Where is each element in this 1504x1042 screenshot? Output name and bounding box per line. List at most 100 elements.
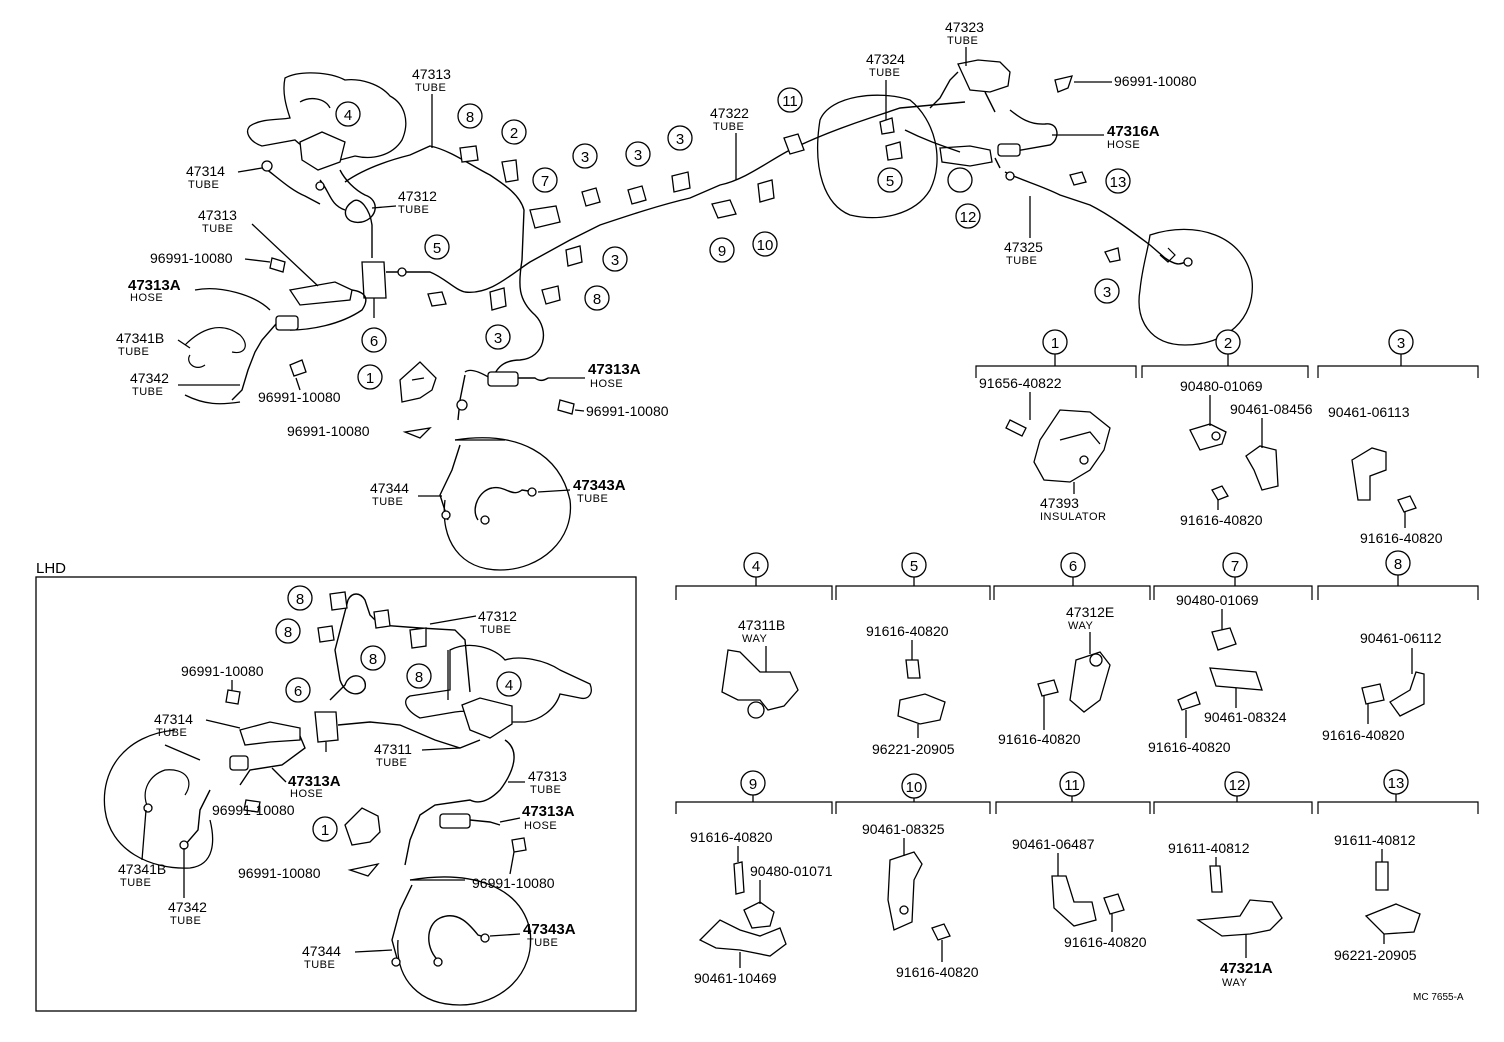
g2-90461-08456: 90461-08456 xyxy=(1230,401,1313,417)
g5-91616-40820: 91616-40820 xyxy=(866,623,949,639)
label-47324-sub: TUBE xyxy=(869,67,900,79)
g12-way: WAY xyxy=(1222,977,1247,989)
group-8-ref: 8 xyxy=(1394,556,1402,573)
callout-3: 3 xyxy=(494,330,502,347)
label-47313-sub: TUBE xyxy=(415,82,446,94)
label-47316A: 47316A xyxy=(1107,123,1160,140)
callout-13: 13 xyxy=(1110,174,1127,191)
lhd-label: LHD xyxy=(36,560,66,577)
g9-90480-01071: 90480-01071 xyxy=(750,863,833,879)
g3-90461-06113: 90461-06113 xyxy=(1328,404,1410,420)
g1-47393: 47393 xyxy=(1040,495,1079,511)
group-13-ref: 13 xyxy=(1388,775,1405,792)
lhd-label-47313: 47313 xyxy=(528,768,567,784)
callout-3: 3 xyxy=(611,252,619,269)
callout-11: 11 xyxy=(782,93,798,110)
label-47343A-sub: TUBE xyxy=(577,493,608,505)
g10-90461-08325: 90461-08325 xyxy=(862,821,945,837)
g6-47312E: 47312E xyxy=(1066,604,1114,620)
label-47314-sub: TUBE xyxy=(188,179,219,191)
label-47313: 47313 xyxy=(412,66,451,82)
label-47325: 47325 xyxy=(1004,239,1043,255)
group-4-ref: 4 xyxy=(752,558,760,575)
callout-3: 3 xyxy=(676,131,684,148)
label-47344: 47344 xyxy=(370,480,409,496)
g13-96221-20905: 96221-20905 xyxy=(1334,947,1417,963)
g4-way: WAY xyxy=(742,633,767,645)
label-47313A-2: 47313A xyxy=(588,361,641,378)
callout-10: 10 xyxy=(757,237,774,254)
lhd-label-47313A-2-sub: HOSE xyxy=(524,820,557,832)
main-part-labels: 47313 TUBE 47314 TUBE 47312 TUBE 47313 T… xyxy=(116,19,1197,508)
lhd-label-47311: 47311 xyxy=(374,741,412,757)
callout-9: 9 xyxy=(718,243,726,260)
lhd-label-47314-sub: TUBE xyxy=(156,727,187,739)
lhd-callout-8: 8 xyxy=(369,651,377,668)
lhd-callout-8: 8 xyxy=(284,624,292,641)
g12-47321A: 47321A xyxy=(1220,960,1273,977)
callout-3: 3 xyxy=(634,147,642,164)
lhd-label-96991-b: 96991-10080 xyxy=(212,802,295,818)
callout-1: 1 xyxy=(366,370,374,387)
lhd-callout-8: 8 xyxy=(415,669,423,686)
lhd-callout-6: 6 xyxy=(294,683,302,700)
detail-part-labels: 91656-40822 47393 INSULATOR 90480-01069 … xyxy=(690,375,1443,989)
callout-4: 4 xyxy=(344,107,352,124)
lhd-label-47313A-sub: HOSE xyxy=(290,788,323,800)
g11-91616-40820: 91616-40820 xyxy=(1064,934,1147,950)
g2-91616-40820: 91616-40820 xyxy=(1180,512,1263,528)
callout-2: 2 xyxy=(510,125,518,142)
label-96991-d: 96991-10080 xyxy=(287,423,370,439)
lhd-label-47311-sub: TUBE xyxy=(376,757,407,769)
group-2-ref: 2 xyxy=(1224,335,1232,352)
g5-96221-20905: 96221-20905 xyxy=(872,741,955,757)
group-5-ref: 5 xyxy=(910,558,918,575)
lhd-label-47312-sub: TUBE xyxy=(480,624,511,636)
lhd-label-47313A-2: 47313A xyxy=(522,803,575,820)
lhd-label-96991-d: 96991-10080 xyxy=(472,875,555,891)
label-47341B: 47341B xyxy=(116,330,164,346)
group-1-ref: 1 xyxy=(1051,335,1059,352)
lhd-callout-1: 1 xyxy=(321,822,329,839)
label-47316A-sub: HOSE xyxy=(1107,139,1140,151)
label-96991-e: 96991-10080 xyxy=(1114,73,1197,89)
g7-90461-08324: 90461-08324 xyxy=(1204,709,1287,725)
label-47313-b: 47313 xyxy=(198,207,237,223)
label-47314: 47314 xyxy=(186,163,225,179)
label-47313A-sub: HOSE xyxy=(130,292,163,304)
group-11-ref: 11 xyxy=(1064,777,1080,794)
g11-90461-06487: 90461-06487 xyxy=(1012,836,1095,852)
label-47313A-2-sub: HOSE xyxy=(590,378,623,390)
main-callout-circles: 4 8 2 7 3 3 3 5 3 8 3 6 1 9 10 11 5 12 1… xyxy=(335,87,1131,390)
g1-91656-40822: 91656-40822 xyxy=(979,375,1062,391)
lhd-label-47343A: 47343A xyxy=(523,921,576,938)
lhd-label-47341B: 47341B xyxy=(118,861,166,877)
label-47341B-sub: TUBE xyxy=(118,346,149,358)
g8-90461-06112: 90461-06112 xyxy=(1360,630,1442,646)
lhd-label-96991-a: 96991-10080 xyxy=(181,663,264,679)
group-10-ref: 10 xyxy=(906,779,923,796)
lhd-label-47314: 47314 xyxy=(154,711,193,727)
label-47313-b-sub: TUBE xyxy=(202,223,233,235)
label-47343A: 47343A xyxy=(573,477,626,494)
label-96991-c: 96991-10080 xyxy=(586,403,669,419)
group-7-ref: 7 xyxy=(1231,558,1239,575)
label-47324: 47324 xyxy=(866,51,905,67)
g7-90480-01069: 90480-01069 xyxy=(1176,592,1259,608)
label-47312: 47312 xyxy=(398,188,437,204)
label-47325-sub: TUBE xyxy=(1006,255,1037,267)
g2-90480-01069: 90480-01069 xyxy=(1180,378,1263,394)
lhd-label-47342-sub: TUBE xyxy=(170,915,201,927)
lhd-section: LHD xyxy=(35,560,637,1012)
g13-91611-40812: 91611-40812 xyxy=(1334,832,1416,848)
detail-group-headers: 1 2 3 4 5 6 7 8 9 10 11 1 xyxy=(675,329,1479,814)
callout-5: 5 xyxy=(886,173,894,190)
lhd-label-47344-sub: TUBE xyxy=(304,959,335,971)
lhd-label-47342: 47342 xyxy=(168,899,207,915)
group-12-ref: 12 xyxy=(1229,777,1246,794)
group-3-ref: 3 xyxy=(1397,335,1405,352)
g9-90461-10469: 90461-10469 xyxy=(694,970,777,986)
callout-12: 12 xyxy=(960,209,977,226)
callout-7: 7 xyxy=(541,173,549,190)
callout-8: 8 xyxy=(466,109,474,126)
